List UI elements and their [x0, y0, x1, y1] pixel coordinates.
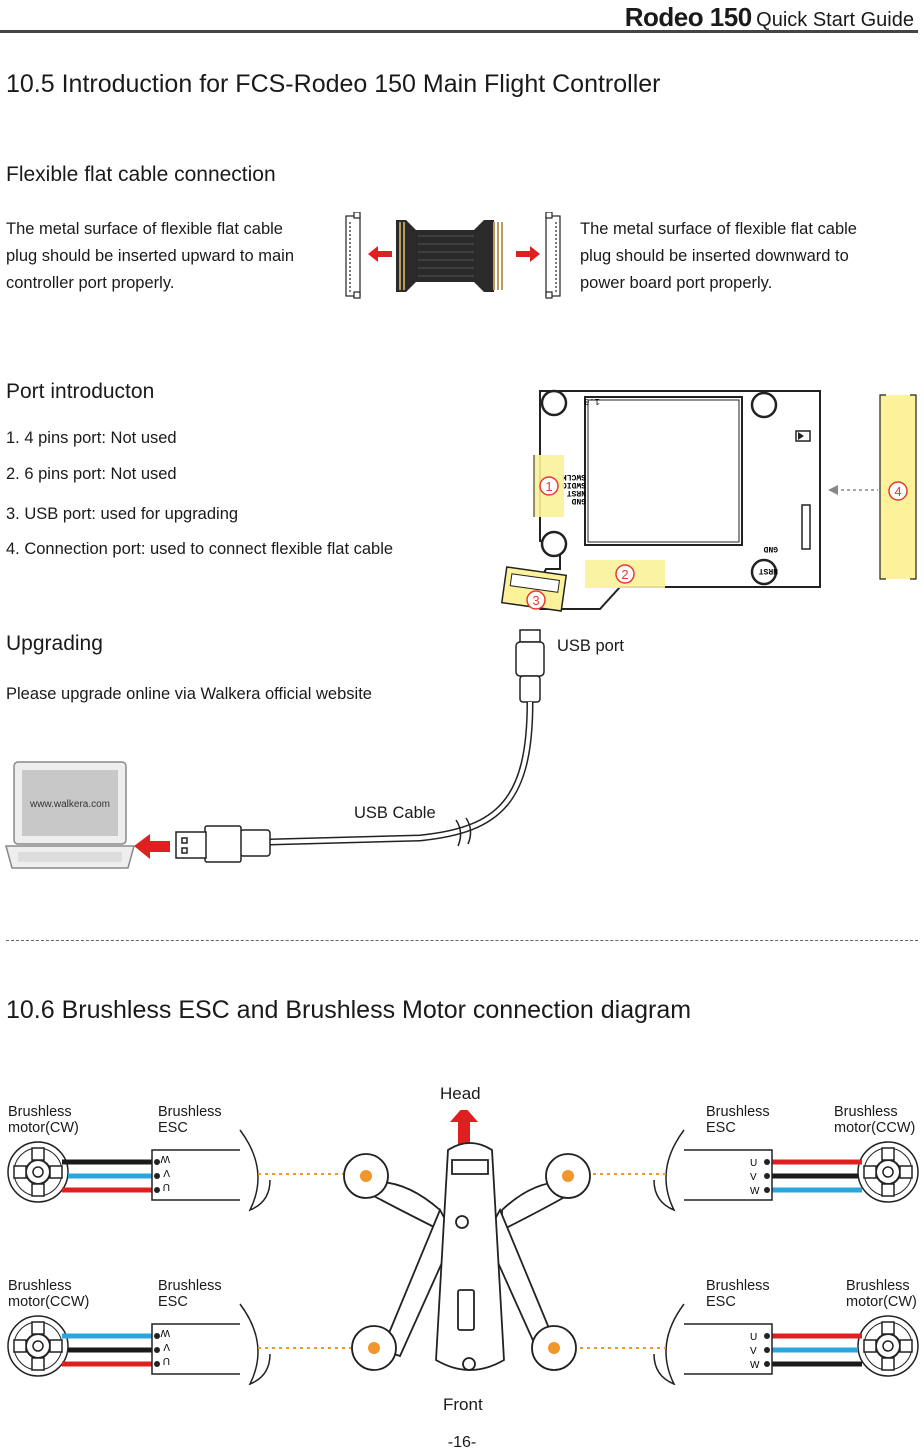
- upgrading-text: Please upgrade online via Walkera offici…: [6, 685, 372, 703]
- ports-heading: Port introducton: [6, 380, 155, 403]
- upgrading-heading: Upgrading: [6, 632, 103, 655]
- right-connector: [545, 212, 561, 299]
- laptop-red-arrow: [134, 834, 170, 859]
- q3-pin-v: V: [163, 1341, 170, 1352]
- usb-port-label: USB port: [557, 637, 624, 655]
- flat-cable-illustration: [345, 212, 561, 299]
- q2-pin-u: U: [750, 1158, 757, 1169]
- usb-cable: [269, 701, 534, 846]
- section-10-6-title: 10.6 Brushless ESC and Brushless Motor c…: [6, 996, 692, 1024]
- q4-pin-w: W: [750, 1360, 760, 1371]
- q3-pin-w: W: [160, 1327, 170, 1338]
- q4-wires: [772, 1333, 862, 1367]
- pin-label-1: SWCLK: [562, 472, 586, 481]
- section-divider: [6, 940, 918, 941]
- website-url: www.walkera.com: [29, 799, 110, 810]
- drone-top-view: [368, 1142, 572, 1371]
- section-10-5-title: 10.5 Introduction for FCS-Rodeo 150 Main…: [6, 70, 661, 98]
- q4-motor-icon: [857, 1315, 919, 1377]
- pin-label-4: GND: [571, 496, 586, 505]
- head-label: Head: [440, 1084, 481, 1103]
- q2-wires: [772, 1159, 862, 1193]
- usb-cable-label: USB Cable: [354, 804, 436, 822]
- mount-hole-bl: [540, 530, 568, 558]
- q4-pin-v: V: [750, 1346, 757, 1357]
- q2-esc-box: [653, 1129, 773, 1212]
- q1-esc-box: [151, 1129, 271, 1212]
- left-red-arrow: [368, 246, 392, 262]
- usb-a-plug: [175, 825, 271, 863]
- q4-esc-box: [653, 1303, 773, 1386]
- q1-pin-v: V: [163, 1167, 170, 1178]
- badge-2: [615, 564, 635, 584]
- brand-name: Rodeo 150: [624, 2, 753, 32]
- header-brand: Rodeo 150 Quick Start Guide: [625, 2, 914, 33]
- laptop-icon: [5, 761, 135, 869]
- badge-2-text: 2: [621, 567, 628, 582]
- board-version: 1.0: [584, 396, 600, 406]
- badge-3: [526, 590, 546, 610]
- header-rule: [0, 30, 918, 33]
- q2-pin-v: V: [750, 1172, 757, 1183]
- port-item-1: 1. 4 pins port: Not used: [6, 429, 177, 447]
- flat-cable: [396, 220, 503, 292]
- q1-wires: [62, 1159, 152, 1193]
- mount-hole-tr: [750, 391, 778, 419]
- main-chip: [584, 396, 743, 546]
- q3-esc-box: [151, 1303, 271, 1386]
- q4-pin-u: U: [750, 1332, 757, 1343]
- flight-controller-board: 1.0 SWCLK SWDIO NRST GND GND NRST 1 2 3 …: [500, 389, 917, 612]
- ffc-left-text: The metal surface of flexible flat cable…: [6, 220, 295, 292]
- port-item-2: 2. 6 pins port: Not used: [6, 465, 177, 483]
- port-item-3: 3. USB port: used for upgrading: [6, 505, 239, 523]
- badge-4: [888, 481, 908, 501]
- badge-1: [539, 476, 559, 496]
- propeller-hubs: [343, 1153, 591, 1371]
- head-arrow-icon: [450, 1110, 478, 1144]
- badge-4-text: 4: [894, 484, 901, 499]
- q1-pin-w: W: [160, 1153, 170, 1164]
- q3-motor-icon: [7, 1315, 69, 1377]
- front-label: Front: [443, 1395, 483, 1414]
- left-connector: [345, 212, 361, 299]
- q2-pin-w: W: [750, 1186, 760, 1197]
- ffc-heading: Flexible flat cable connection: [6, 163, 276, 186]
- q2-motor-icon: [857, 1141, 919, 1203]
- usb-connector: [500, 566, 568, 612]
- bottom-label-1: GND: [763, 544, 778, 553]
- pin-label-2: SWDIO: [562, 480, 586, 489]
- q1-pin-u: U: [163, 1181, 170, 1192]
- ffc-right-text: The metal surface of flexible flat cable…: [580, 220, 857, 292]
- pin-label-3: NRST: [567, 488, 586, 497]
- bottom-label-2: NRST: [759, 566, 778, 575]
- mount-hole-br: [750, 558, 778, 586]
- mount-hole-tl: [540, 389, 568, 417]
- esc-motor-diagram: W V U U V W W V U: [7, 1110, 919, 1386]
- q3-pin-u: U: [163, 1355, 170, 1366]
- page-number: -16-: [447, 1434, 477, 1451]
- badge-3-text: 3: [532, 593, 539, 608]
- port-item-4: 4. Connection port: used to connect flex…: [6, 540, 394, 558]
- q3-wires: [62, 1333, 152, 1367]
- micro-usb-plug: [515, 629, 545, 703]
- q1-motor-icon: [7, 1141, 69, 1203]
- badge-1-text: 1: [545, 479, 552, 494]
- right-red-arrow: [516, 246, 540, 262]
- guide-subtitle: Quick Start Guide: [756, 9, 914, 31]
- usb-cable-illustration: www.walkera.com: [5, 629, 545, 869]
